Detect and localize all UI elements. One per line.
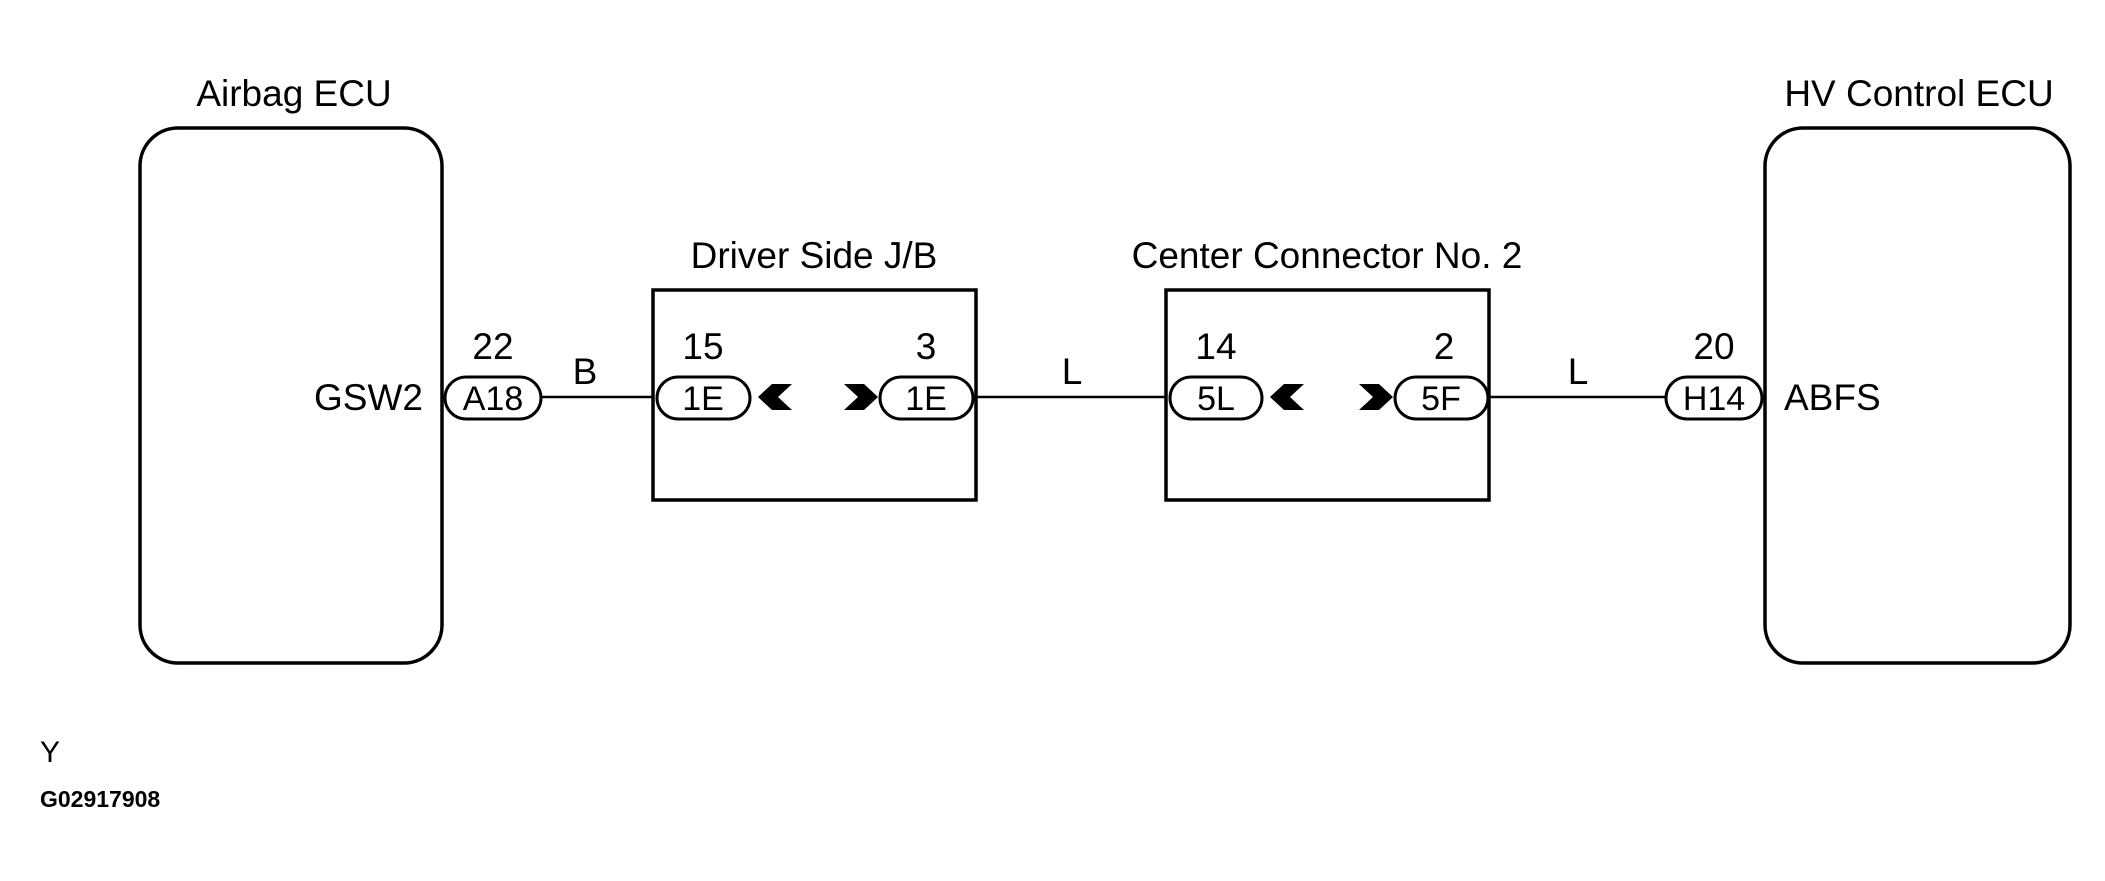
chevron-left-icon: [1270, 384, 1304, 410]
connector-5f: [1393, 375, 1490, 421]
center-connector-title: Center Connector No. 2: [1132, 235, 1523, 276]
wire-color-b: B: [573, 351, 598, 392]
connector-code-1e-in: 1E: [682, 380, 724, 418]
driver-side-jb-title: Driver Side J/B: [691, 235, 938, 276]
wire-color-l-1: L: [1062, 351, 1083, 392]
connector-code-5f: 5F: [1421, 380, 1461, 418]
hv-control-ecu-title: HV Control ECU: [1784, 73, 2053, 114]
chevron-right-icon: [844, 384, 878, 410]
hv-control-ecu-box: [1763, 126, 2072, 665]
pin-number-14: 14: [1195, 326, 1236, 367]
chevron-right-icon: [1359, 384, 1393, 410]
pin-number-20: 20: [1693, 326, 1734, 367]
pin-number-22: 22: [472, 326, 513, 367]
connector-5l: [1168, 375, 1264, 421]
terminal-label-gsw2: GSW2: [314, 377, 423, 418]
connector-code-h14: H14: [1683, 380, 1745, 418]
connector-code-1e-out: 1E: [905, 380, 947, 418]
connector-code-a18: A18: [463, 380, 524, 418]
figure-id: G02917908: [40, 786, 160, 812]
airbag-ecu-box: [138, 126, 444, 665]
airbag-ecu-title: Airbag ECU: [196, 73, 391, 114]
footer-symbol: Y: [40, 736, 60, 769]
connector-h14: [1664, 375, 1764, 421]
chevron-left-icon: [758, 384, 792, 410]
pin-number-2: 2: [1434, 326, 1455, 367]
connector-code-5l: 5L: [1197, 380, 1235, 418]
wire-color-l-2: L: [1568, 351, 1589, 392]
connector-a18: [443, 375, 543, 421]
connector-1e-out: [878, 375, 975, 421]
pin-number-15: 15: [682, 326, 723, 367]
connector-1e-in: [655, 375, 752, 421]
pin-number-3: 3: [916, 326, 937, 367]
terminal-label-abfs: ABFS: [1784, 377, 1881, 418]
